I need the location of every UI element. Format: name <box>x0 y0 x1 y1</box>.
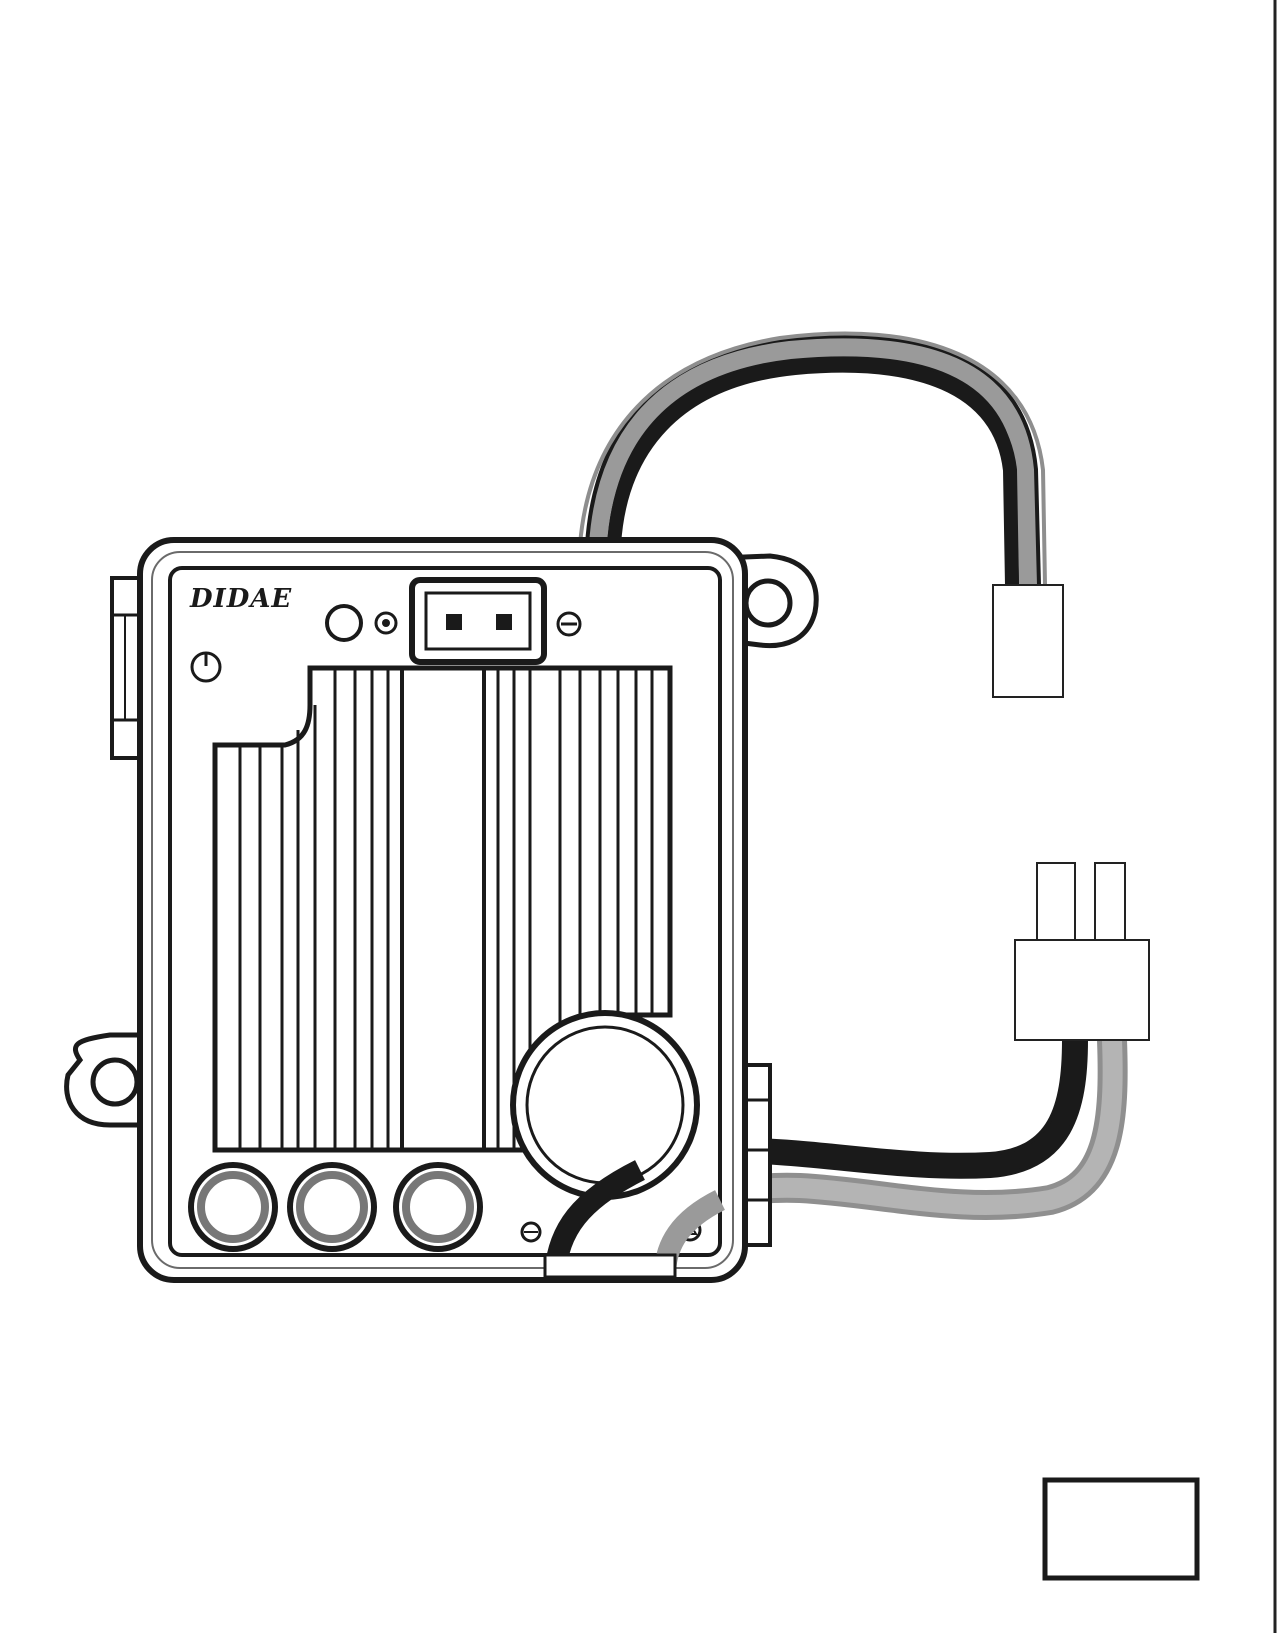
device-label: DIDAE <box>189 584 292 614</box>
upper-cable <box>578 331 1047 586</box>
empty-box <box>1042 1477 1200 1581</box>
terminal-socket-2 <box>287 1162 377 1252</box>
upper-connector <box>992 584 1064 698</box>
screw-icon <box>520 1221 542 1243</box>
status-indicator-icon <box>374 611 398 635</box>
lower-connector <box>1014 862 1150 1041</box>
cable-exit <box>543 1160 726 1279</box>
power-icon <box>190 651 222 683</box>
minus-indicator-icon <box>556 611 582 637</box>
two-pin-socket <box>409 577 547 665</box>
round-port <box>510 1010 700 1200</box>
terminal-socket-1 <box>188 1162 278 1252</box>
terminal-socket-3 <box>393 1162 483 1252</box>
indicator-led-icon <box>325 604 363 642</box>
